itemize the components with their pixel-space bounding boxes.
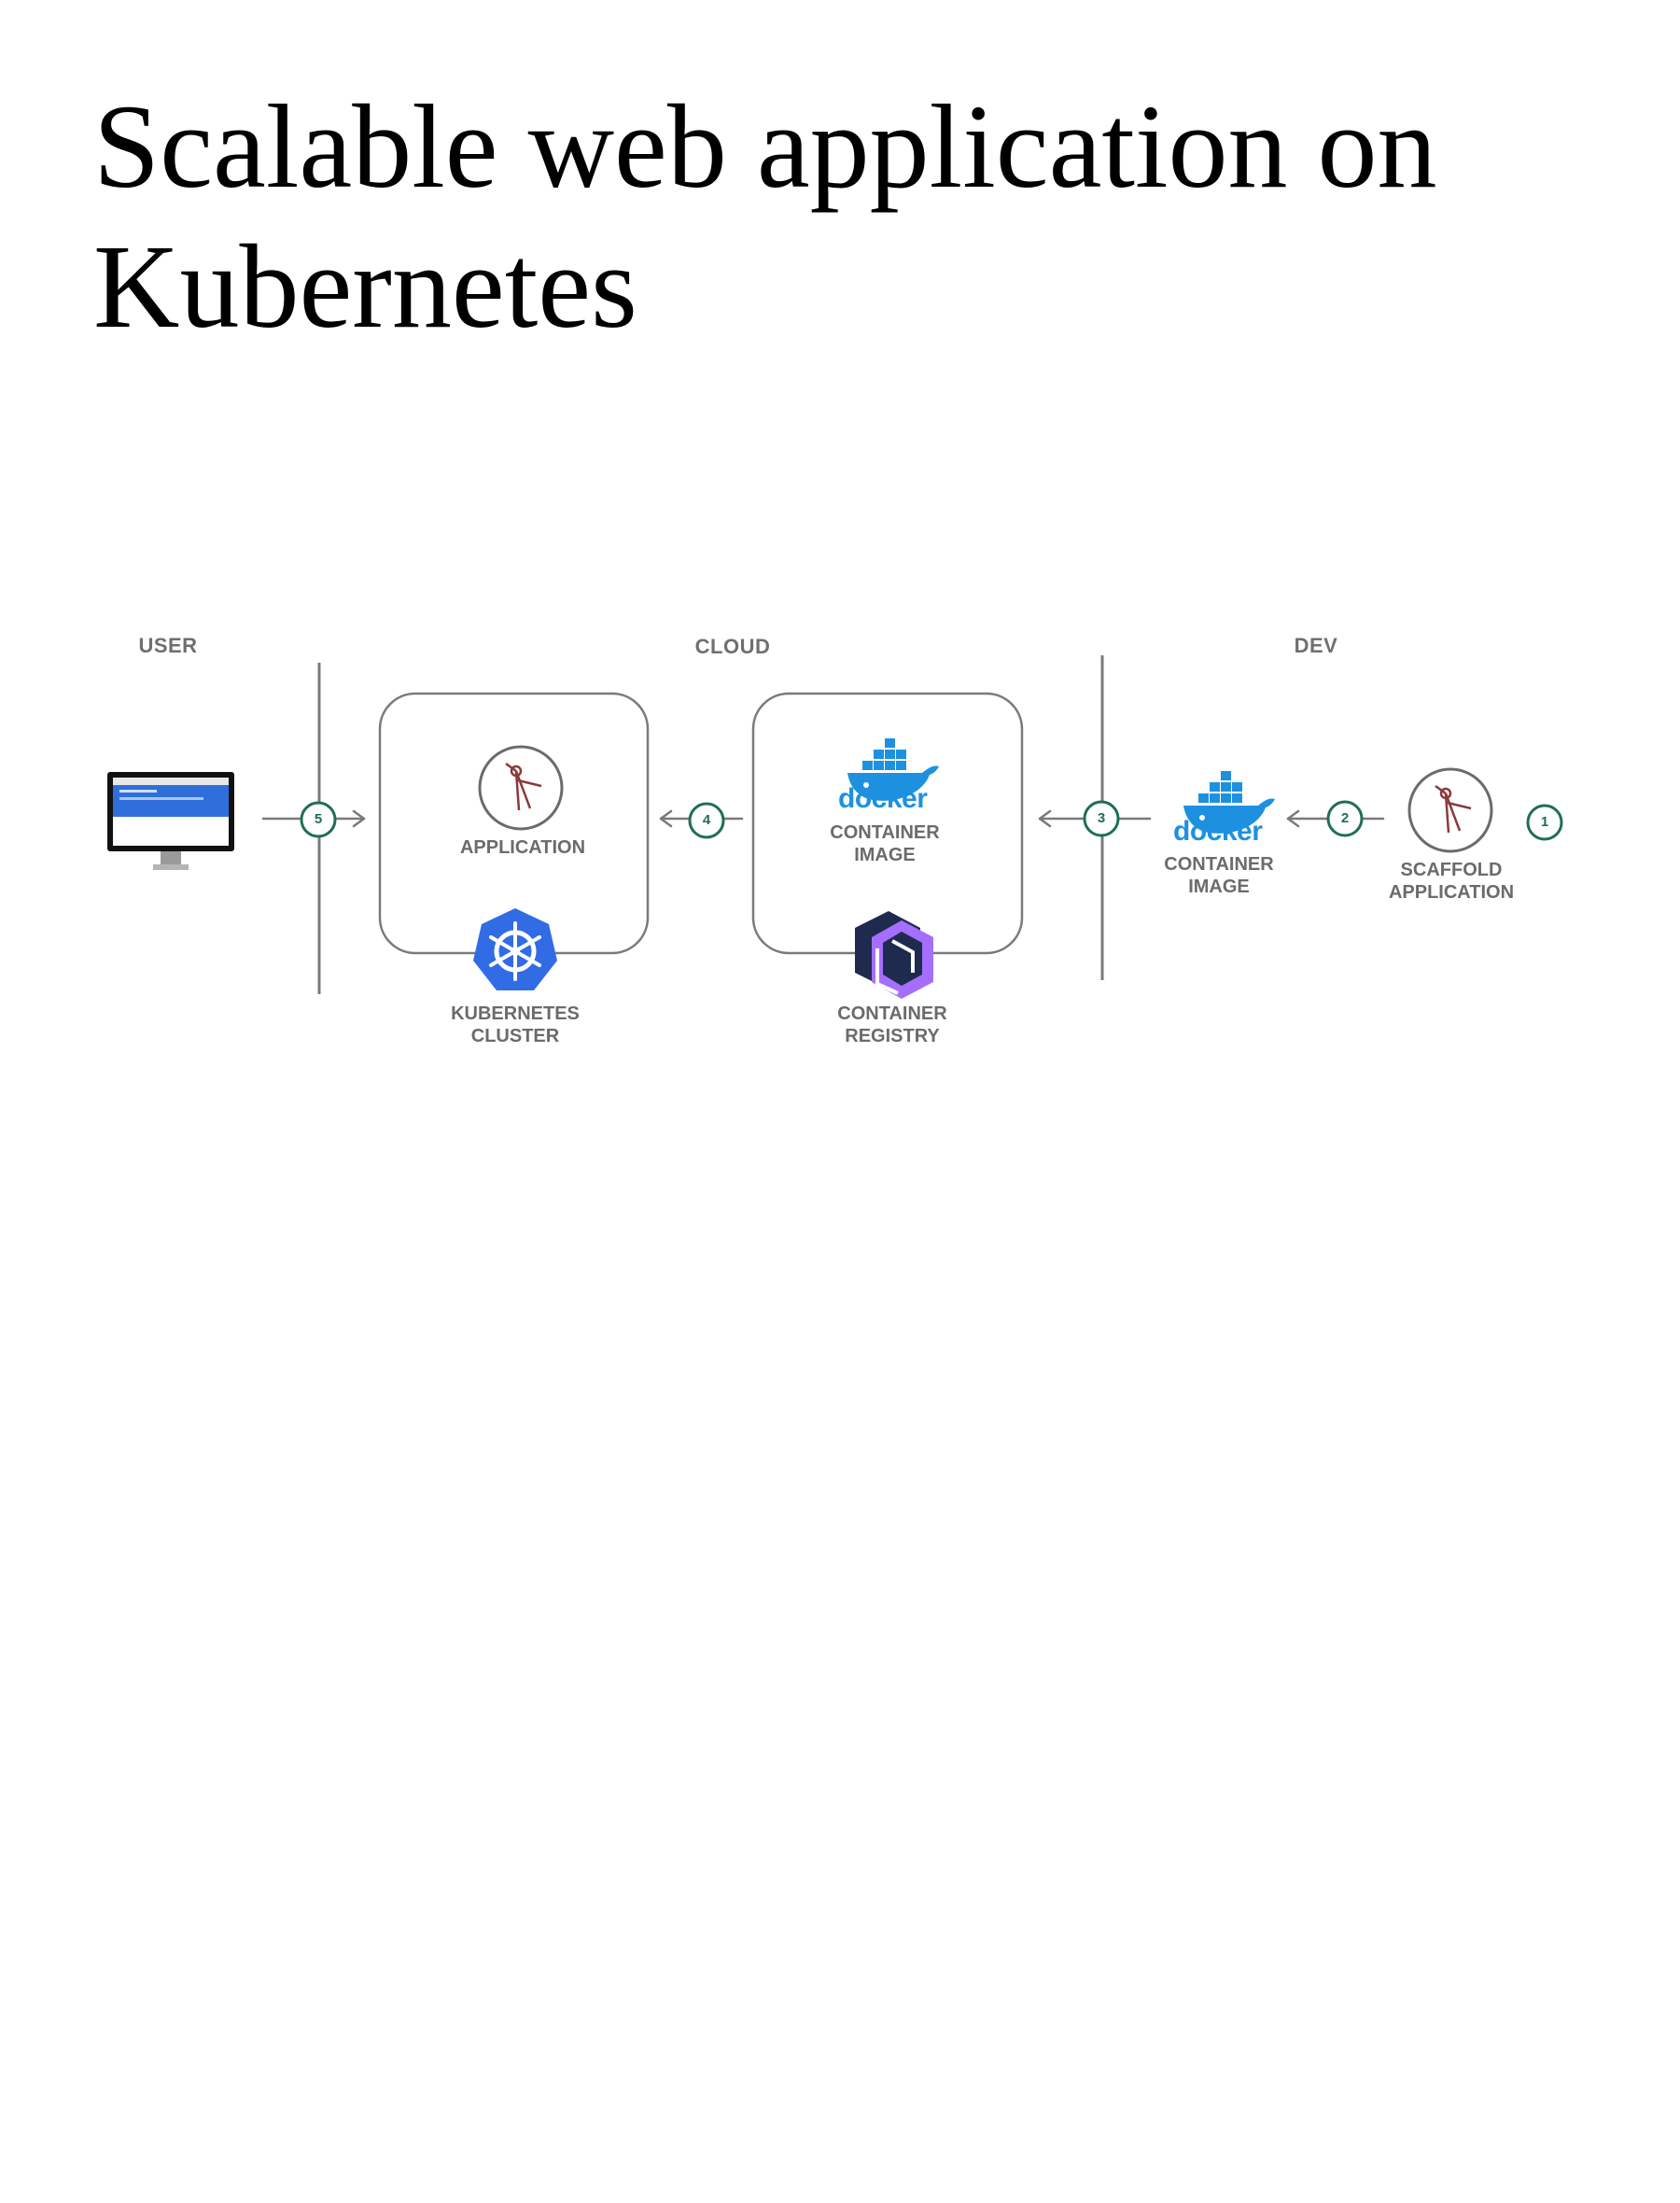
step-5-number: 5 xyxy=(314,811,323,827)
step-4-number: 4 xyxy=(702,812,711,828)
arrowhead-3 xyxy=(1038,809,1052,828)
zone-label-user: USER xyxy=(138,634,198,657)
step-1-circle xyxy=(1526,804,1563,841)
docker-wordmark: docker xyxy=(838,783,928,814)
compass-icon xyxy=(478,745,564,831)
arrowhead-5 xyxy=(352,809,366,828)
registry-icon xyxy=(855,911,933,999)
arrowhead-2 xyxy=(1286,809,1300,828)
docker-wordmark: docker xyxy=(1173,816,1263,847)
arrowhead-4 xyxy=(659,809,673,828)
application-label: APPLICATION xyxy=(459,837,586,858)
page-title: Scalable web application on Kubernetes xyxy=(93,80,1437,353)
zone-label-cloud: CLOUD xyxy=(694,635,771,658)
compass-icon xyxy=(1407,767,1493,853)
step-1-number: 1 xyxy=(1540,814,1549,830)
architecture-diagram: 1 2 3 4 5 USER CLOUD DEV APPLICATION KUB… xyxy=(0,616,1680,1102)
scaffold-application-label: SCAFFOLD APPLICATION xyxy=(1388,860,1515,903)
step-4-circle xyxy=(688,802,725,839)
step-2-circle xyxy=(1326,800,1364,837)
zone-label-dev: DEV xyxy=(1294,634,1338,657)
container-registry-label: CONTAINER REGISTRY xyxy=(837,1003,947,1046)
step-5-circle xyxy=(300,801,337,838)
kubernetes-helm-icon xyxy=(473,908,557,990)
dev-container-image-label: CONTAINER IMAGE xyxy=(1164,854,1274,897)
diagram-canvas xyxy=(107,655,1563,999)
step-2-number: 2 xyxy=(1340,810,1350,826)
cloud-container-image-label: CONTAINER IMAGE xyxy=(830,822,940,865)
step-3-circle xyxy=(1083,800,1120,837)
kubernetes-cluster-label: KUBERNETES CLUSTER xyxy=(451,1003,580,1046)
step-3-number: 3 xyxy=(1097,810,1106,826)
monitor-icon xyxy=(107,772,234,870)
